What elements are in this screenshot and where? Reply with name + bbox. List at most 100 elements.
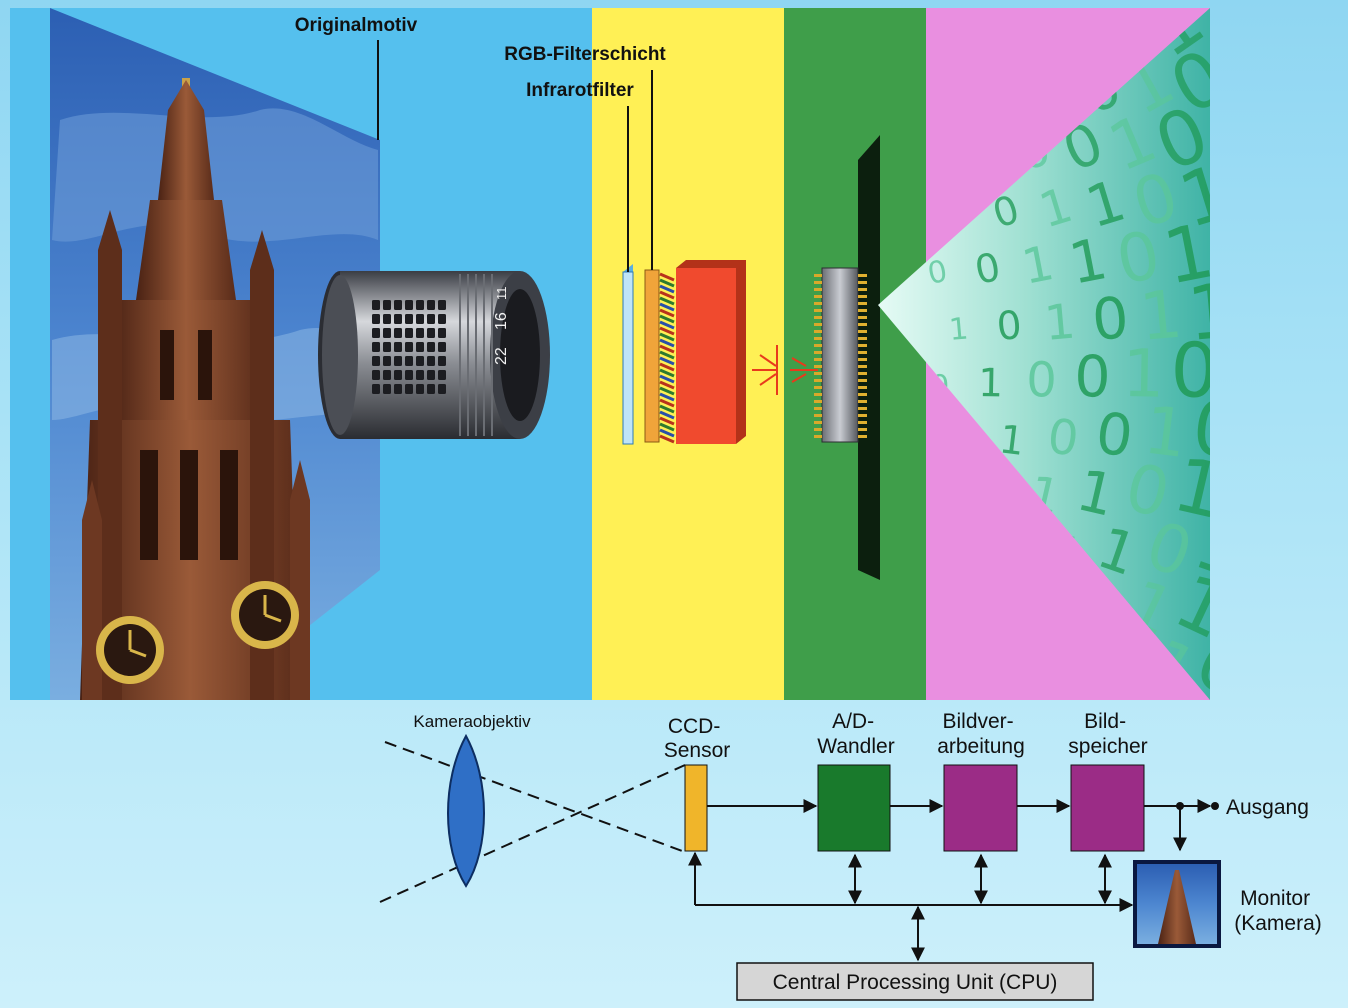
output-terminal-dot <box>1211 802 1219 810</box>
filter-stripe <box>659 308 675 318</box>
monitor-label-line2: (Kamera) <box>1234 912 1322 935</box>
lens-grip-cell <box>416 300 424 310</box>
chip-pin <box>814 400 822 403</box>
output-junction-dot <box>1176 802 1184 810</box>
filter-stripe <box>659 290 675 300</box>
lens-grip-cell <box>438 314 446 324</box>
lens-grip-cell <box>394 342 402 352</box>
chip-pin <box>858 414 867 417</box>
chip-pin <box>814 309 822 312</box>
chip-pin <box>814 337 822 340</box>
ad-converter-label-line1: A/D- <box>832 710 874 733</box>
chip-pin <box>858 351 867 354</box>
original-photo <box>50 8 380 700</box>
lens-grip-cell <box>405 314 413 324</box>
filter-stripe <box>659 314 675 324</box>
filter-stripe <box>659 296 675 306</box>
chip-pin <box>814 379 822 382</box>
rgb-filter-layer-label: RGB-Filterschicht <box>504 44 666 65</box>
lens-grip-cell <box>416 314 424 324</box>
chip-pin <box>814 414 822 417</box>
filter-stripe <box>659 392 675 402</box>
chip-pin <box>858 344 867 347</box>
output-label: Ausgang <box>1226 796 1309 819</box>
lens-grip-cell <box>394 356 402 366</box>
chip-pin <box>858 372 867 375</box>
lens-grip-cell <box>394 314 402 324</box>
chip-pin <box>858 316 867 319</box>
filter-stripe <box>659 428 675 438</box>
chip-pin <box>858 393 867 396</box>
binary-digit: 1 <box>948 311 970 348</box>
chip-pin <box>858 379 867 382</box>
filter-stripe <box>659 332 675 342</box>
lens-grip-cell <box>427 300 435 310</box>
camera-lens: 22 16 11 <box>318 271 550 439</box>
binary-digit: 1 <box>1140 391 1191 473</box>
lens-grip-cell <box>416 342 424 352</box>
chip-pin <box>814 365 822 368</box>
filter-stripe <box>659 410 675 420</box>
chip-pin <box>858 295 867 298</box>
image-memory-label-line2: speicher <box>1068 735 1147 758</box>
lens-grip-cell <box>394 384 402 394</box>
chip-pin <box>814 358 822 361</box>
binary-digit: 1 <box>978 361 1004 406</box>
lens-grip-cell <box>405 356 413 366</box>
filter-stripe <box>659 338 675 348</box>
lens-grip-cell <box>372 356 380 366</box>
chip-pin <box>814 428 822 431</box>
chip-pin <box>814 295 822 298</box>
optical-path <box>379 733 686 903</box>
lens-grip-cell <box>438 356 446 366</box>
lens-grip-cell <box>427 370 435 380</box>
lens-grip-cell <box>405 300 413 310</box>
filter-stripe <box>659 302 675 312</box>
rgb-filter-layer <box>644 269 660 443</box>
chip-pin <box>858 407 867 410</box>
filter-stripe <box>659 362 675 372</box>
chip-pin <box>858 400 867 403</box>
lens-grip-cell <box>405 384 413 394</box>
cpu-box <box>736 962 1094 1001</box>
lens-grip-cell <box>383 328 391 338</box>
binary-digit: 0 <box>1092 400 1136 470</box>
lens-grip-cell <box>427 328 435 338</box>
lens-grip-cell <box>394 370 402 380</box>
ad-converter-label-line2: Wandler <box>817 735 894 758</box>
image-processing-block <box>943 764 1018 852</box>
filter-stripe <box>659 380 675 390</box>
ad-converter-block <box>817 764 891 852</box>
cpu-label: Central Processing Unit (CPU) <box>773 971 1058 994</box>
binary-digit: 0 <box>1089 285 1131 354</box>
chip-pin <box>858 281 867 284</box>
binary-digit: 1 <box>1042 294 1077 352</box>
filter-stripe <box>659 398 675 408</box>
lens-grip-cell <box>427 384 435 394</box>
lens-grip-cell <box>438 370 446 380</box>
lens-grip-cell <box>372 384 380 394</box>
lens-grip-cell <box>427 356 435 366</box>
chip-pin <box>858 302 867 305</box>
filter-stripe <box>659 272 675 282</box>
filter-stripe <box>659 350 675 360</box>
filter-stripe <box>659 374 675 384</box>
filter-stripe <box>659 356 675 366</box>
chip-pin <box>814 323 822 326</box>
lens-grip-cell <box>438 384 446 394</box>
filter-stripe <box>659 386 675 396</box>
chip-pin <box>858 386 867 389</box>
image-processing-label-line2: arbeitung <box>937 735 1025 758</box>
lens-grip-cell <box>427 342 435 352</box>
lens-grip-cell <box>372 342 380 352</box>
infrared-filter-label: Infrarotfilter <box>526 80 634 101</box>
binary-digit: 0 <box>1026 352 1058 409</box>
lens-grip-cell <box>383 356 391 366</box>
binary-digit: 0 <box>1074 344 1111 411</box>
lens-grip-cell <box>372 328 380 338</box>
chip-pin <box>858 323 867 326</box>
lens-grip-cell <box>416 328 424 338</box>
image-memory-label-line1: Bild- <box>1084 710 1126 733</box>
binary-digit: 1 <box>1137 276 1186 356</box>
lens-scale-16: 16 <box>493 312 510 330</box>
